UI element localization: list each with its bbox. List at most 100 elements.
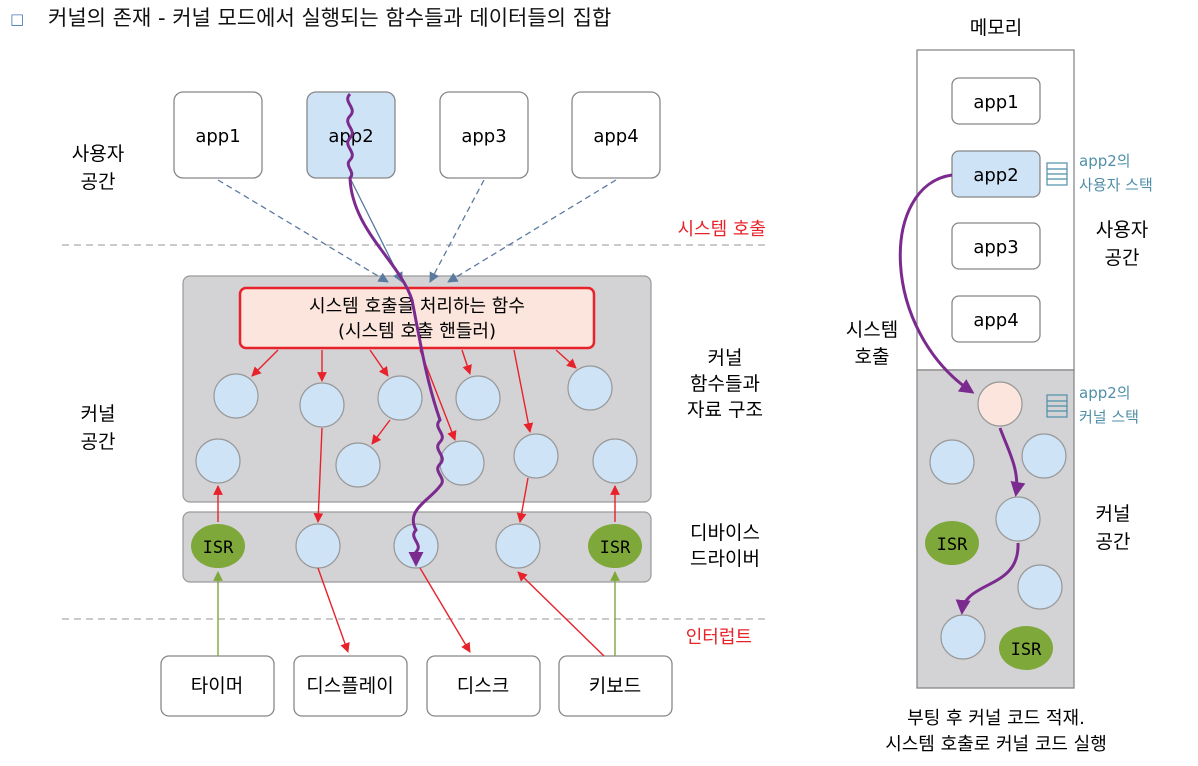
mem-path-syscall (898, 173, 975, 394)
mem-path-kernel-1 (998, 427, 1026, 497)
syscall-arrow-app4 (447, 179, 617, 283)
mem-app3-box (951, 222, 1041, 270)
caption-line-2: 시스템 호출로 커널 코드 실행 (885, 734, 1107, 755)
mem-kernel-node (1017, 564, 1063, 610)
kernel-node (439, 440, 485, 486)
app4-box (571, 91, 661, 179)
isr-label-left: ISR (203, 538, 234, 558)
kernel-stack-label-2: 커널 스택 (1079, 408, 1139, 426)
mem-kernel-node (929, 439, 975, 485)
handler-arrow (513, 349, 534, 433)
driver-node (295, 523, 341, 569)
driver-to-display-arrow (317, 567, 350, 653)
heading-bullet-icon: □ (10, 10, 24, 28)
kernel-node (513, 433, 559, 479)
mem-user-space-label-2: 공간 (1105, 247, 1140, 269)
device-driver-label-1: 디바이스 (690, 522, 760, 544)
driver-to-disk-arrow (419, 567, 471, 653)
app1-label: app1 (195, 126, 240, 147)
kernel-space-label-1: 커널 (81, 403, 116, 425)
kernel-node (335, 442, 381, 488)
display-label: 디스플레이 (306, 675, 393, 697)
mem-user-space-label-1: 사용자 (1096, 219, 1148, 241)
mem-app1-label: app1 (973, 92, 1018, 113)
kernel-nodes (195, 365, 638, 488)
mem-app3-label: app3 (973, 237, 1018, 258)
disk-label: 디스크 (457, 675, 509, 697)
mem-path-kernel-2 (955, 542, 1020, 615)
handler-arrow (369, 349, 389, 377)
interrupt-label: 인터럽트 (686, 627, 752, 648)
driver-node (393, 523, 439, 569)
app-boxes: app1 app2 app3 app4 (173, 91, 661, 179)
mem-app2-box (951, 150, 1041, 198)
kernel-node (455, 375, 501, 421)
mem-execution-path (898, 173, 1026, 615)
isr-badge-right (588, 524, 642, 568)
device-boxes: 타이머 디스플레이 디스크 키보드 (160, 655, 673, 717)
mem-app4-box (951, 295, 1041, 343)
user-space-label-2: 공간 (81, 171, 116, 193)
kernel-node (213, 373, 259, 419)
kernel-node (567, 365, 613, 411)
app1-box (173, 91, 263, 179)
user-stack-label-1: app2의 (1079, 152, 1131, 170)
device-driver-label-2: 드라이버 (690, 548, 760, 570)
user-space-label-1: 사용자 (72, 143, 124, 165)
kernel-node (299, 382, 345, 428)
kernel-driver-arrows (213, 427, 620, 523)
keyboard-to-driver-arrow (517, 571, 605, 657)
mem-kernel-node (940, 614, 986, 660)
system-call-label: 시스템 호출 (677, 219, 766, 240)
display-box (293, 655, 408, 717)
mem-kernel-space-label-1: 커널 (1096, 503, 1131, 525)
user-stack-icon (1046, 162, 1068, 186)
disk-box (426, 655, 541, 717)
mem-kernel-space-label-2: 공간 (1096, 531, 1131, 553)
caption-line-1: 부팅 후 커널 코드 적재. (907, 708, 1085, 729)
app2-execution-path-left (346, 92, 444, 567)
mem-isr-label-1: ISR (937, 535, 968, 555)
kernel-to-driver-arrow (313, 427, 324, 523)
handler-arrow (555, 349, 577, 369)
kernel-funcs-label-3: 자료 구조 (687, 399, 763, 421)
kernel-to-driver-arrow (516, 477, 529, 523)
isr-label-right: ISR (600, 538, 631, 558)
memory-app-boxes: app1 app2 app3 app4 (951, 77, 1041, 343)
syscall-arrow-app3 (429, 179, 485, 283)
memory-title: 메모리 (970, 17, 1022, 39)
kernel-stack-label-1: app2의 (1079, 384, 1131, 402)
node-arrow (371, 419, 391, 445)
kernel-space-label-2: 공간 (81, 431, 116, 453)
driver-node (495, 523, 541, 569)
device-arrows (213, 567, 620, 657)
kernel-funcs-label-2: 함수들과 (690, 373, 760, 395)
mem-system-call-label-2: 호출 (855, 346, 890, 368)
mem-kernel-node (1021, 433, 1067, 479)
mem-app4-label: app4 (973, 310, 1018, 331)
mem-app1-box (951, 77, 1041, 125)
kernel-node (377, 375, 423, 421)
mem-kernel-nodes (929, 433, 1067, 660)
syscall-arrow-app1 (217, 179, 389, 283)
handler-arrow (461, 349, 472, 375)
timer-label: 타이머 (191, 675, 243, 697)
keyboard-label: 키보드 (589, 675, 641, 697)
mem-app2-label: app2 (973, 165, 1018, 186)
mem-kernel-node (995, 496, 1041, 542)
isr-badge-left (191, 524, 245, 568)
mem-isr-label-2: ISR (1011, 640, 1042, 660)
app4-label: app4 (593, 126, 638, 147)
mem-isr-badge-1 (925, 521, 979, 565)
kernel-node (195, 438, 241, 484)
app3-box (439, 91, 529, 179)
handler-label-1: 시스템 호출을 처리하는 함수 (309, 296, 525, 317)
user-stack-label-2: 사용자 스택 (1079, 176, 1153, 194)
handler-arrow (251, 349, 279, 377)
page-title: 커널의 존재 - 커널 모드에서 실행되는 함수들과 데이터들의 집합 (48, 6, 611, 30)
syscall-arrows (217, 179, 617, 283)
kernel-stack-node (977, 381, 1023, 427)
kernel-stack-icon (1046, 394, 1068, 418)
mem-system-call-label-1: 시스템 (846, 319, 898, 341)
